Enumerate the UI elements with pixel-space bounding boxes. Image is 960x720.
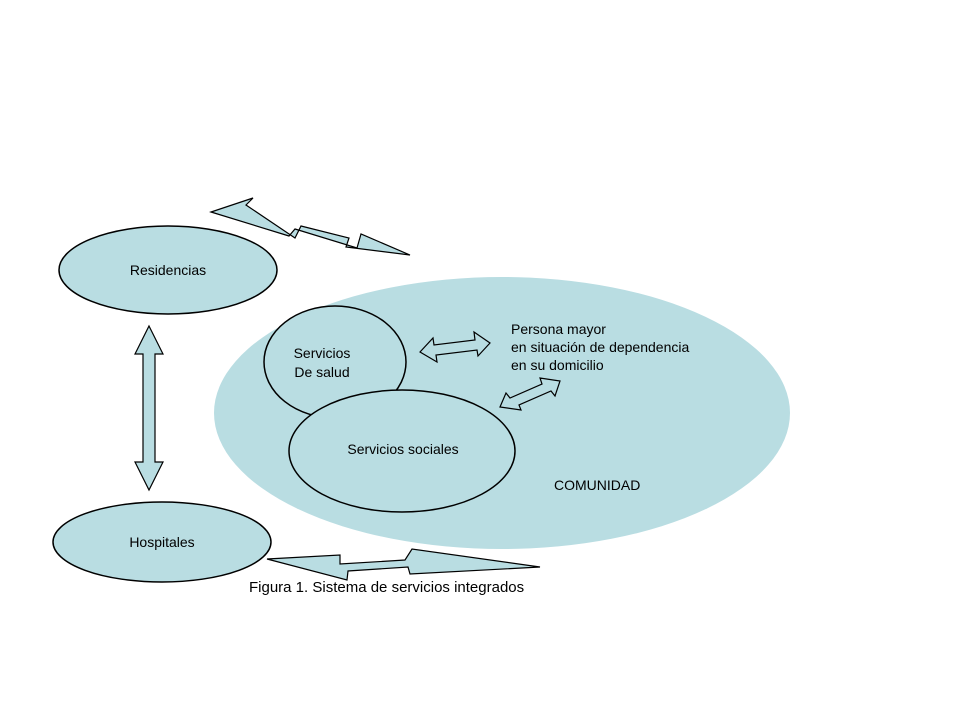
residencias-label: Residencias [130,262,206,278]
servicios-salud-label-line2: De salud [294,364,349,380]
figure-caption: Figura 1. Sistema de servicios integrado… [249,579,524,596]
persona-label-line2: en situación de dependencia [511,339,689,355]
residencias-node [58,225,278,315]
residencias-hospitales-arrow [134,324,164,492]
persona-label-line3: en su domicilio [511,357,604,373]
residencias-comunidad-arrow [209,197,411,256]
comunidad-label: COMUNIDAD [554,477,640,493]
servicios-sociales-node [288,389,516,513]
hospitales-comunidad-arrow [266,548,541,581]
servicios-salud-label-line1: Servicios [294,345,351,361]
salud-persona-arrow [419,330,491,364]
hospitales-label: Hospitales [129,534,194,550]
persona-label-line1: Persona mayor [511,321,606,337]
sociales-persona-arrow [499,377,561,411]
servicios-sociales-label: Servicios sociales [347,441,458,457]
hospitales-node [52,501,272,583]
